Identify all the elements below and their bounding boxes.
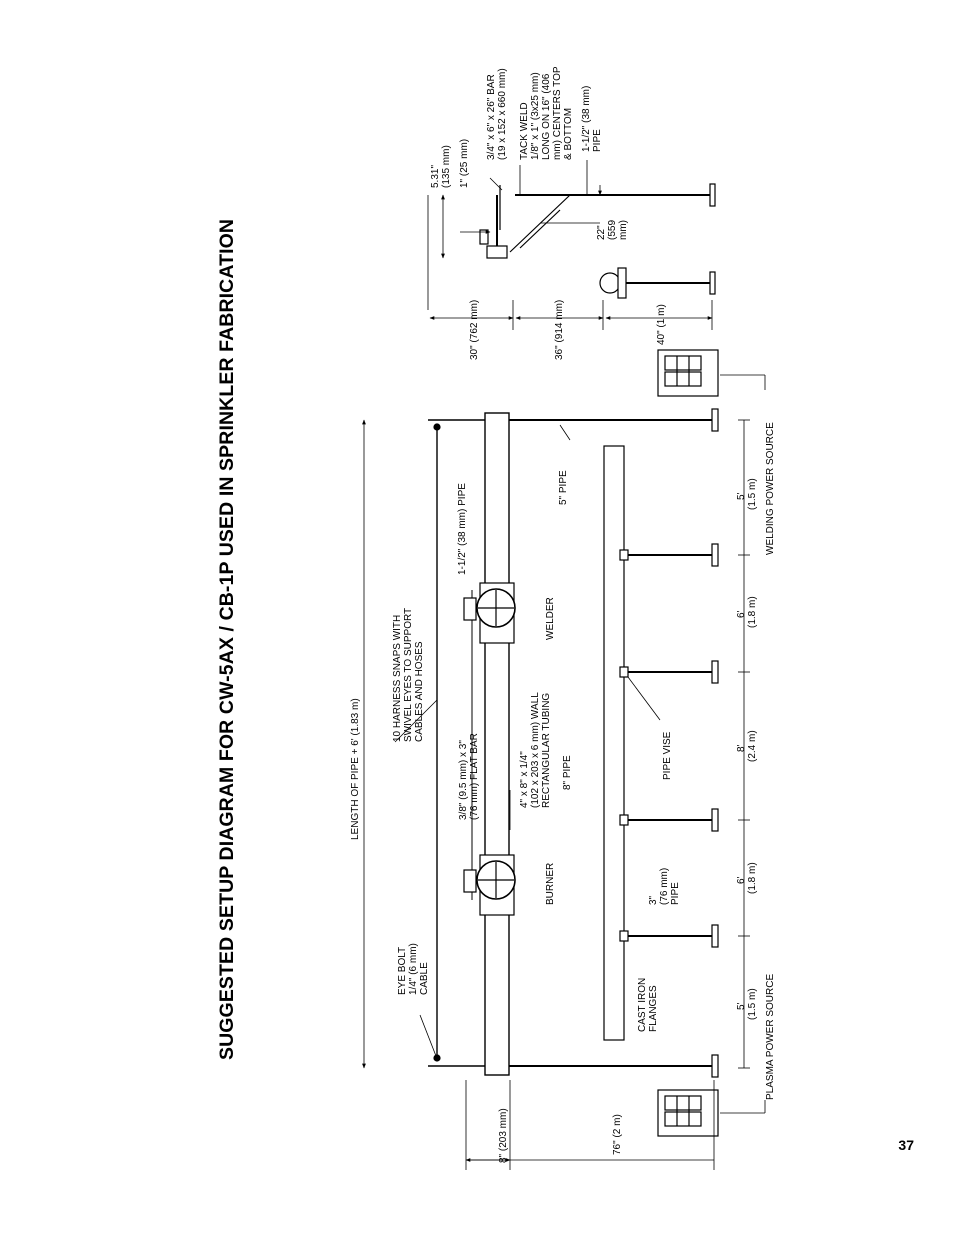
side-view [427,160,716,330]
label-welder: WELDER [545,597,556,640]
main-beam [484,412,510,1076]
leader-harness [394,699,438,743]
side-stand-right-foot [709,183,716,207]
label-76in: 76" (2 m) [612,1114,623,1155]
label-flat-bar: 3/8" (9.5 mm) x 3"(76 mm) FLAT BAR [458,733,480,820]
label-tack-weld: TACK WELD1/8" x 1" (3x25 mm)LONG ON 16" … [519,66,574,160]
label-side-pipe: 1-1/2" (38 mm)PIPE [581,86,603,152]
leader-5in-pipe [559,424,571,441]
burner-clamp [463,869,477,893]
label-dim-40: 40" (1 m) [656,304,667,345]
label-8in-pipe: 8" PIPE [562,755,573,790]
label-tubing: 4" x 8" x 1/4"(102 x 203 x 6 mm) WALLREC… [519,692,552,808]
label-eye-bolt: EYE BOLT1/4" (6 mm)CABLE [397,943,430,995]
label-plasma-source: PLASMA POWER SOURCE [765,974,776,1100]
label-spacing-1: 5'(1.5 m) [736,478,758,510]
leader-pipe-vise [627,676,661,721]
side-tubing [486,245,508,259]
eye-bolt-bottom [433,1054,441,1062]
label-8in: 8" (203 mm) [498,1108,509,1163]
label-spacing-3: 8'(2.4 m) [736,730,758,762]
eye-bolt-top [433,423,441,431]
label-spacing-2: 6'(1.8 m) [736,596,758,628]
label-5in-pipe: 5" PIPE [558,470,569,505]
plasma-power-source [657,1089,719,1137]
bottom-support-foot [711,1054,719,1078]
spacing-ticks [738,419,750,1069]
label-burner: BURNER [545,863,556,905]
label-dim-30: 30" (762 mm) [469,300,480,360]
label-dim-36: 36" (914 mm) [554,300,565,360]
main-labels: LENGTH OF PIPE + 6' (1.83 m) 10 HARNESS … [350,422,776,1163]
side-clip [479,229,489,245]
side-pipe-circle [599,272,621,294]
label-22: 22"(559mm) [596,220,629,240]
side-labels: 3/4" x 6" x 26" BAR(19 x 152 x 660 mm) T… [430,66,667,360]
side-leader-bar [489,177,503,191]
side-stand-left-foot [709,271,716,295]
label-spacing-4: 6'(1.8 m) [736,862,758,894]
side-brace-2 [519,209,561,249]
vise-stands [619,543,719,948]
label-top-pipe: 1-1/2" (38 mm) PIPE [457,483,468,575]
label-length: LENGTH OF PIPE + 6' (1.83 m) [350,698,361,840]
workpiece-pipe [603,445,625,1041]
label-cast-iron: CAST IRONFLANGES [637,978,659,1032]
label-bar-spec: 3/4" x 6" x 26" BAR(19 x 152 x 660 mm) [486,68,508,160]
welding-power-source [657,349,719,397]
label-pipe-vise: PIPE VISE [662,731,673,780]
welder-clamp [463,597,477,621]
side-vise-block [617,267,627,299]
top-support-foot [711,408,719,432]
label-3in-pipe: 3"(76 mm)PIPE [648,868,681,905]
label-harness: 10 HARNESS SNAPS WITHSWIVEL EYES TO SUPP… [392,608,425,742]
label-531: 5.31"(135 mm) [430,145,452,188]
main-view [362,374,766,1170]
label-welding-source: WELDING POWER SOURCE [765,422,776,555]
label-1in: 1" (25 mm) [459,139,470,188]
side-brace [509,194,571,253]
page-number: 37 [898,1137,914,1153]
label-spacing-5: 5'(1.5 m) [736,988,758,1020]
leader-eye-bolt [419,1014,437,1057]
